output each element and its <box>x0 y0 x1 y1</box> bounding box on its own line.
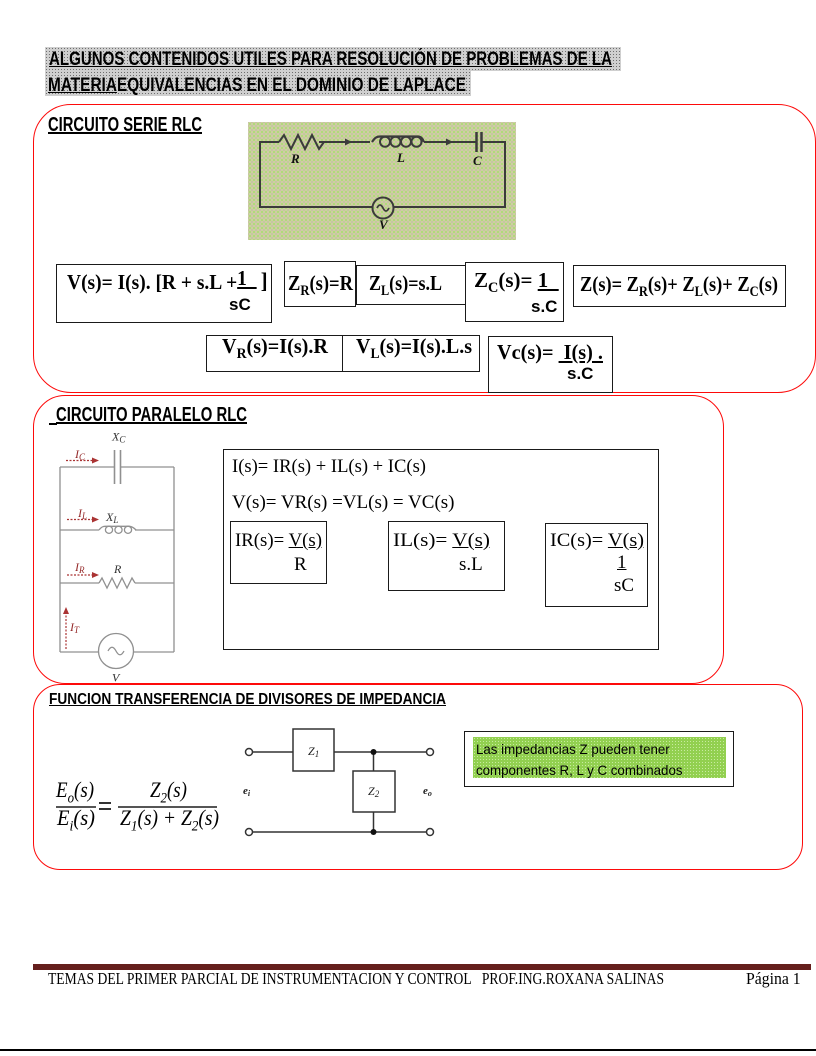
svg-text:L: L <box>396 150 405 165</box>
svg-text:XL: XL <box>105 510 118 525</box>
svg-text:IC: IC <box>74 447 86 462</box>
svg-text:ei: ei <box>243 785 251 798</box>
svg-text:R: R <box>113 562 122 576</box>
svg-text:XC: XC <box>111 430 126 445</box>
svg-text:Z2: Z2 <box>368 784 380 799</box>
svg-text:C: C <box>473 153 482 168</box>
svg-text:IL: IL <box>77 506 87 521</box>
svg-text:IR: IR <box>74 560 85 575</box>
svg-text:Z1: Z1 <box>308 744 319 759</box>
svg-text:IT: IT <box>69 620 80 635</box>
svg-text:V: V <box>379 217 389 232</box>
svg-text:V: V <box>112 671 121 685</box>
svg-text:R: R <box>290 151 300 166</box>
svg-text:eo: eo <box>423 785 432 798</box>
